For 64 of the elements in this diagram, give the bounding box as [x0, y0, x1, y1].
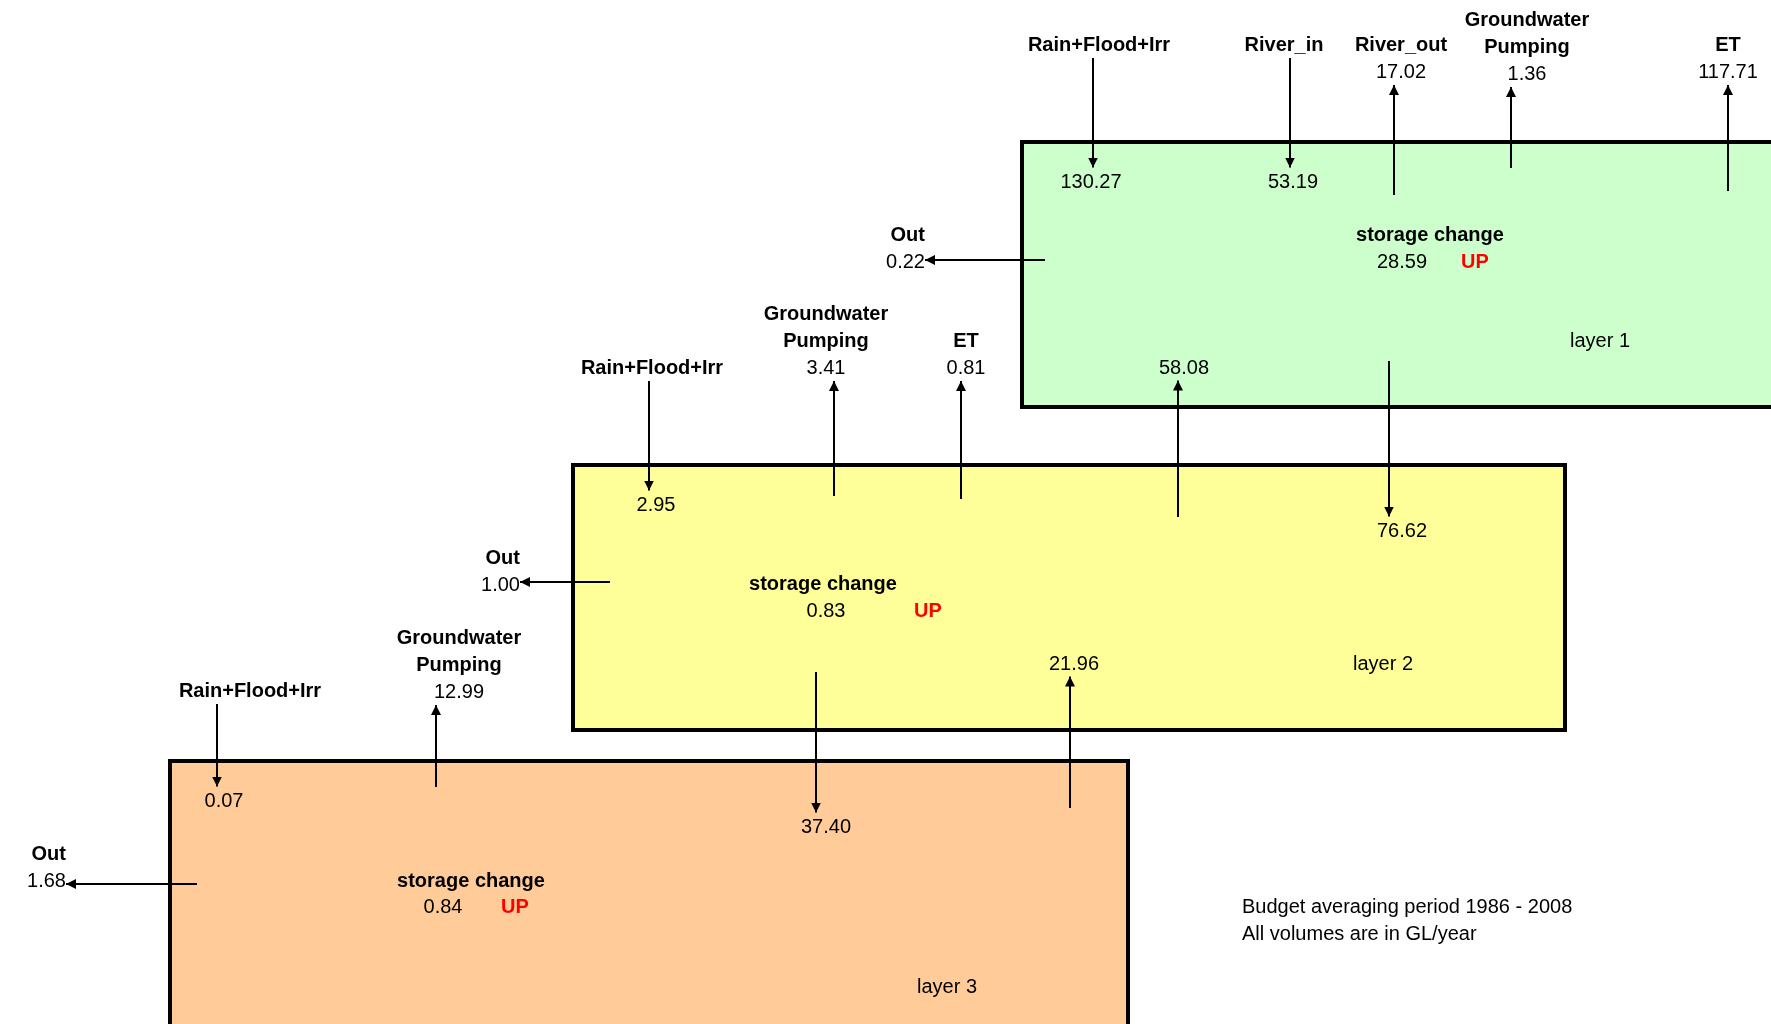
- flow-arrow: [1088, 57, 1098, 169]
- flow-value: 21.96: [1048, 649, 1100, 677]
- layer-label: layer 3: [917, 973, 977, 999]
- flow-label: Groundwater Pumping: [1463, 7, 1591, 59]
- flow-arrow: [519, 577, 611, 587]
- flow-arrow: [829, 380, 839, 497]
- layer-box: [1020, 140, 1771, 409]
- storage-change-label: storage change: [397, 867, 545, 893]
- flow-value: 17.02: [1374, 59, 1428, 84]
- storage-value: 0.83: [806, 597, 846, 623]
- note-text: Budget averaging period 1986 - 2008: [1242, 894, 1573, 919]
- flow-value: 3.41: [805, 355, 847, 380]
- flow-arrow: [1384, 360, 1394, 518]
- flow-value: 2.95: [636, 490, 676, 518]
- layer-label: layer 2: [1353, 650, 1413, 676]
- storage-change-label: storage change: [749, 570, 897, 596]
- flow-value: 58.08: [1158, 353, 1210, 381]
- flow-value: 12.99: [432, 679, 486, 704]
- trend-label: UP: [501, 893, 529, 919]
- trend-label: UP: [1461, 248, 1489, 274]
- flow-label: River_out: [1353, 32, 1449, 57]
- flow-label: River_in: [1229, 31, 1339, 58]
- flow-label: ET: [1714, 32, 1742, 57]
- flow-value: 37.40: [800, 812, 852, 840]
- flow-value: 0.07: [204, 786, 244, 814]
- layer-box: [168, 759, 1130, 1024]
- flow-label: Out: [484, 545, 520, 570]
- flow-arrow: [811, 671, 821, 814]
- flow-value: 1.68: [26, 868, 66, 893]
- flow-label: Rain+Flood+Irr: [567, 354, 737, 381]
- flow-value: 130.27: [1060, 167, 1122, 195]
- layer-label: layer 1: [1570, 327, 1630, 353]
- flow-label: Out: [30, 841, 66, 866]
- flow-arrow: [956, 380, 966, 500]
- layer-box: [571, 463, 1567, 732]
- flow-label: ET: [952, 328, 980, 353]
- flow-arrow: [1285, 57, 1295, 169]
- flow-value: 76.62: [1376, 516, 1428, 544]
- flow-value: 117.71: [1697, 59, 1759, 84]
- flow-value: 1.36: [1506, 61, 1548, 86]
- flow-label: Rain+Flood+Irr: [165, 677, 335, 704]
- flow-arrow: [1389, 84, 1399, 196]
- flow-value: 53.19: [1267, 167, 1319, 195]
- storage-change-label: storage change: [1356, 221, 1504, 247]
- flow-arrow: [431, 704, 441, 788]
- flow-arrow: [644, 380, 654, 492]
- flow-arrow: [1723, 84, 1733, 192]
- flow-label: Rain+Flood+Irr: [1014, 31, 1184, 58]
- trend-label: UP: [914, 597, 942, 623]
- flow-value: 1.00: [480, 572, 520, 597]
- flow-arrow: [1173, 379, 1183, 518]
- storage-value: 28.59: [1376, 248, 1428, 274]
- flow-label: Groundwater Pumping: [762, 301, 890, 353]
- flow-value: 0.22: [885, 249, 925, 274]
- note-text: All volumes are in GL/year: [1242, 921, 1478, 946]
- flow-arrow: [1506, 86, 1516, 169]
- flow-arrow: [1065, 675, 1075, 809]
- flow-arrow: [924, 255, 1046, 265]
- flow-value: 0.81: [945, 355, 987, 380]
- flow-arrow: [212, 703, 222, 788]
- flow-arrow: [65, 879, 198, 889]
- flow-label: Out: [889, 222, 925, 247]
- flow-label: Groundwater Pumping: [395, 625, 523, 677]
- storage-value: 0.84: [423, 893, 463, 919]
